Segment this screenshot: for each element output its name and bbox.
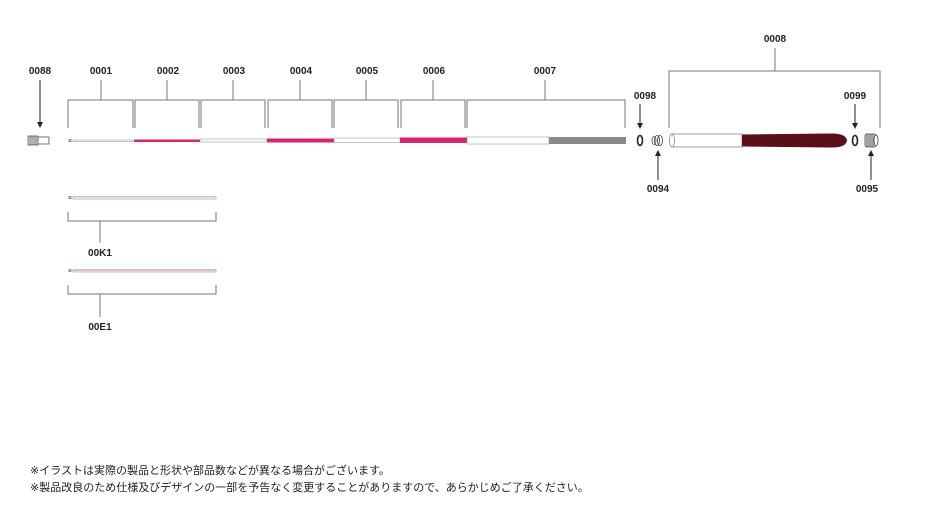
- label-0094: 0094: [647, 184, 670, 195]
- butt-section-0008: [669, 133, 847, 148]
- disclaimer-notes: ※イラストは実際の製品と形状や部品数などが異なる場合がございます。 ※製品改良の…: [30, 462, 589, 496]
- bracket-00E1: [67, 285, 217, 317]
- disclaimer-line-2: ※製品改良のため仕様及びデザインの一部を予告なく変更することがありますので、あら…: [30, 481, 589, 494]
- rod-section-0004: [267, 138, 334, 143]
- o-ring-0098: [636, 134, 644, 147]
- rod-section-0002: [134, 139, 200, 142]
- label-00K1: 00K1: [88, 248, 112, 259]
- butt-cap-0095: [864, 133, 879, 148]
- disclaimer-line-1: ※イラストは実際の製品と形状や部品数などが異なる場合がございます。: [30, 464, 390, 477]
- rod-section-0005: [333, 137, 401, 143]
- rod-section-0001: [68, 138, 134, 143]
- label-0004: 0004: [290, 66, 313, 77]
- label-0002: 0002: [157, 66, 180, 77]
- rod-section-0006: [400, 137, 467, 143]
- bracket-00K1: [67, 212, 217, 243]
- label-0006: 0006: [423, 66, 446, 77]
- label-0099: 0099: [844, 91, 867, 102]
- section-brackets: [67, 48, 881, 128]
- label-0003: 0003: [223, 66, 246, 77]
- label-0005: 0005: [356, 66, 379, 77]
- label-00E1: 00E1: [88, 322, 112, 333]
- tip-top-part: [27, 135, 50, 146]
- label-0088: 0088: [29, 66, 52, 77]
- rod-section-0007: [466, 136, 626, 145]
- label-0007: 0007: [534, 66, 557, 77]
- label-0095: 0095: [856, 184, 879, 195]
- spare-tip-00E1: [68, 268, 217, 273]
- label-0001: 0001: [90, 66, 113, 77]
- winding-check-0094: [651, 135, 663, 146]
- label-0098: 0098: [634, 91, 657, 102]
- spare-tip-00K1: [68, 195, 217, 200]
- rod-section-0003: [199, 138, 268, 143]
- o-ring-0099: [851, 134, 859, 147]
- label-0008: 0008: [764, 34, 787, 45]
- pointer-arrows: [37, 80, 874, 180]
